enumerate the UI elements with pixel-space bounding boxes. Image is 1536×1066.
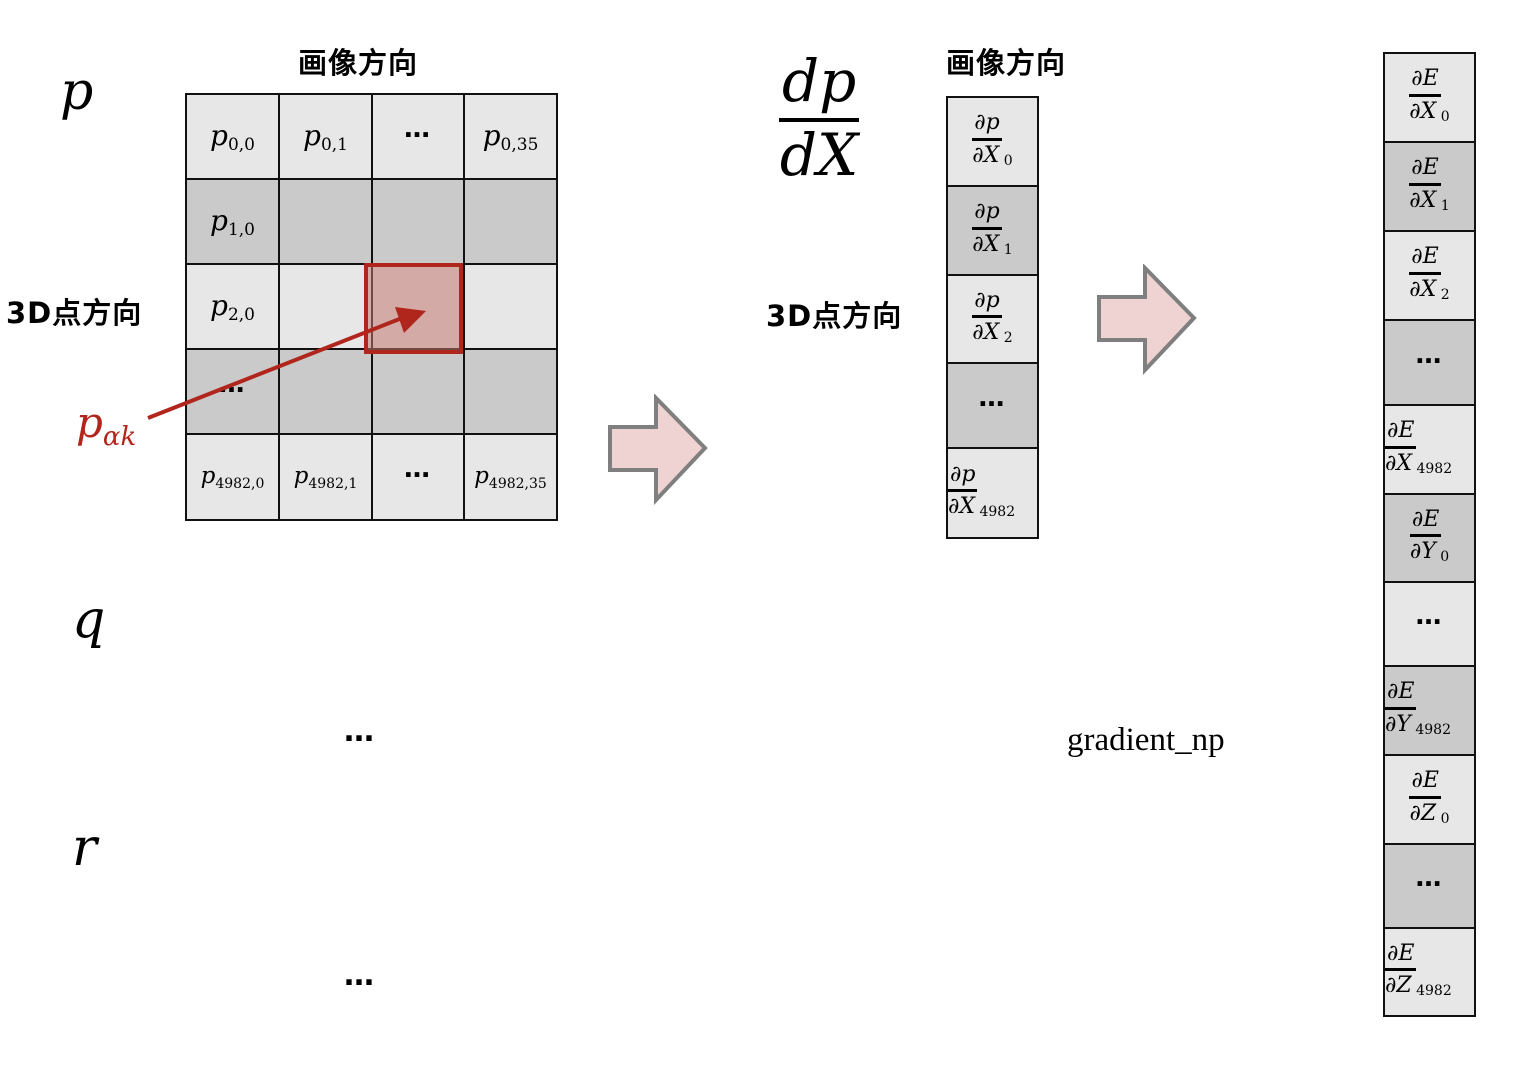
gradient-column: ∂E∂X 0 ∂E∂X 1 ∂E∂X 2 … ∂E∂X 4982 ∂E∂Y 0 … ∂E∂Y … xyxy=(1383,52,1476,1019)
matrix-cell: p0,35 xyxy=(463,93,558,180)
matrix-cell-label: p0,1 xyxy=(303,118,348,155)
gradient-cell: ∂E∂X 4982 xyxy=(1383,404,1476,495)
variable-r: r xyxy=(72,818,97,878)
matrix-cell: p4982,35 xyxy=(463,433,558,521)
matrix-cell-label: p4982,35 xyxy=(474,462,547,492)
matrix-cell-label: p1,0 xyxy=(210,203,255,240)
partial-derivative-fraction: ∂E∂X 2 xyxy=(1409,244,1450,303)
matrix-cell xyxy=(463,263,558,350)
axis-label-image-direction: 画像方向 xyxy=(298,46,419,80)
gradient-cell: ∂E∂X 1 xyxy=(1383,141,1476,232)
partial-derivative-fraction: ∂E∂X 4982 xyxy=(1385,418,1453,477)
gradient-cell: ∂E∂Y 4982 xyxy=(1383,665,1476,756)
matrix-cell-label: p0,0 xyxy=(210,118,255,155)
matrix-cell xyxy=(278,348,373,435)
partial-derivative-fraction: ∂E∂Y 4982 xyxy=(1385,679,1451,738)
ellipsis: … xyxy=(404,113,432,144)
partial-derivative-fraction: ∂p∂X 2 xyxy=(972,287,1013,347)
partial-derivative-fraction: ∂E∂Z 0 xyxy=(1409,768,1450,827)
matrix-cell: p4982,1 xyxy=(278,433,373,521)
matrix-cell: p4982,0 xyxy=(185,433,280,521)
gradient-cell: ∂E∂X 0 xyxy=(1383,52,1476,143)
matrix-cell: p2,0 xyxy=(185,263,280,350)
matrix-cell-label: p4982,1 xyxy=(293,462,358,492)
dp-dX-cell: … xyxy=(946,362,1039,449)
partial-derivative-fraction: ∂p∂X 0 xyxy=(972,110,1013,169)
matrix-cell-label: p0,35 xyxy=(482,118,539,155)
matrix-cell-label: p2,0 xyxy=(210,288,255,325)
partial-derivative-fraction: ∂E∂X 1 xyxy=(1409,155,1450,214)
derivative-dp-dX: dp dX xyxy=(779,47,860,189)
dp-dX-cell: ∂p∂X 2 xyxy=(946,274,1039,364)
dp-dX-cell: ∂p∂X 0 xyxy=(946,96,1039,187)
gradient-cell: ∂E∂Z 0 xyxy=(1383,754,1476,845)
ellipsis: … xyxy=(978,382,1007,413)
matrix-cell: p0,0 xyxy=(185,93,280,180)
partial-derivative-fraction: ∂E∂X 0 xyxy=(1409,66,1450,125)
matrix-cell: … xyxy=(371,93,465,180)
partial-derivative-fraction: ∂p∂X 4982 xyxy=(948,461,1016,521)
ellipsis: … xyxy=(1415,863,1444,893)
arrow-derivative-to-gradient-icon xyxy=(1097,264,1197,376)
highlighted-cell-p-alpha-kappa xyxy=(364,263,463,354)
ellipsis: … xyxy=(1415,339,1444,370)
ellipsis-between-q-r: … xyxy=(344,714,378,749)
matrix-cell-label: p4982,0 xyxy=(200,462,265,492)
gradient-cell: … xyxy=(1383,843,1476,929)
annotation-label-p-alpha-kappa: pαk xyxy=(76,398,137,452)
gradient-cell: ∂E∂Y 0 xyxy=(1383,493,1476,583)
p-matrix: p0,0p0,1…p0,35p1,0p2,0…p4982,0p4982,1…p4… xyxy=(185,93,558,521)
dp-dX-cell: ∂p∂X 4982 xyxy=(946,447,1039,539)
gradient-cell: ∂E∂Z 4982 xyxy=(1383,927,1476,1017)
variable-q: q xyxy=(72,590,106,650)
dp-dX-cell: ∂p∂X 1 xyxy=(946,185,1039,276)
gradient-cell: … xyxy=(1383,319,1476,406)
gradient-np-caption: gradient_np xyxy=(1067,722,1225,758)
axis-label-image-direction-middle: 画像方向 xyxy=(946,46,1067,80)
axis-label-3d-point-direction: 3D点方向 xyxy=(6,296,143,330)
arrow-matrix-to-derivative-icon xyxy=(608,394,708,506)
ellipsis: … xyxy=(1415,601,1444,631)
axis-label-3d-point-direction-middle: 3D点方向 xyxy=(766,299,903,333)
matrix-cell: … xyxy=(371,433,465,521)
variable-p: p xyxy=(60,62,94,122)
partial-derivative-fraction: ∂E∂Z 4982 xyxy=(1385,940,1452,1000)
ellipsis: … xyxy=(404,454,432,484)
dp-dX-column: ∂p∂X 0 ∂p∂X 1 ∂p∂X 2 … ∂p∂X 4982 xyxy=(946,96,1039,539)
ellipsis-after-r: … xyxy=(344,958,378,993)
partial-derivative-fraction: ∂E∂Y 0 xyxy=(1409,506,1450,566)
gradient-cell: … xyxy=(1383,581,1476,667)
partial-derivative-fraction: ∂p∂X 1 xyxy=(972,199,1013,258)
matrix-cell: p1,0 xyxy=(185,178,280,265)
gradient-cell: ∂E∂X 2 xyxy=(1383,230,1476,321)
